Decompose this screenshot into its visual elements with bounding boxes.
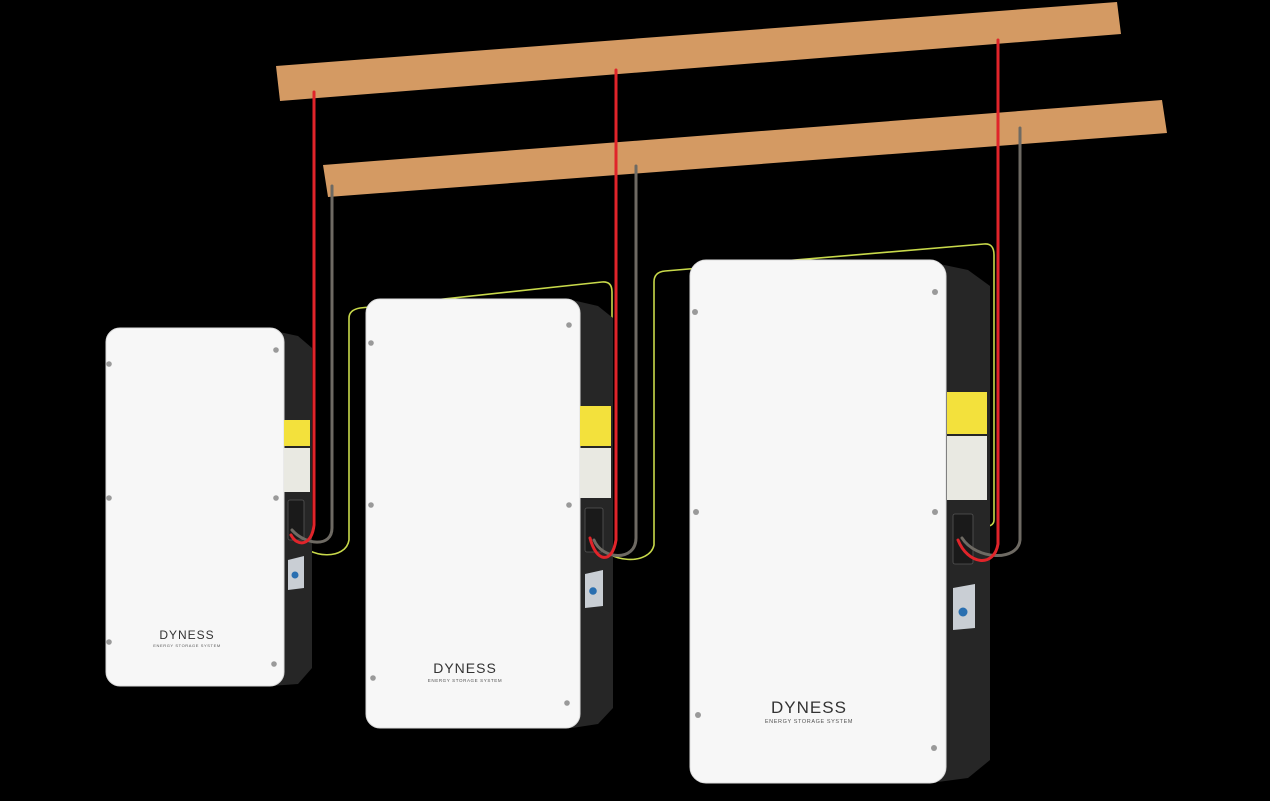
battery-1-brand-logo: DYNESS	[159, 628, 214, 642]
battery-2-tagline: ENERGY STORAGE SYSTEM	[428, 678, 502, 683]
battery-2-screw	[370, 675, 376, 681]
battery-1-front-cover	[105, 327, 285, 687]
battery-3-screw	[932, 509, 938, 515]
battery-3-power-knob[interactable]	[958, 607, 968, 617]
battery-2-front-cover	[365, 298, 581, 729]
negative-cable-2	[592, 164, 638, 557]
battery-3-screw	[693, 509, 699, 515]
battery-2-brand-logo: DYNESS	[433, 660, 497, 676]
battery-3-tagline: ENERGY STORAGE SYSTEM	[765, 719, 853, 725]
battery-3-front-cover	[689, 259, 947, 784]
battery-3-screw	[695, 712, 701, 718]
battery-1-screw	[106, 361, 112, 367]
battery-1-screw	[273, 495, 279, 501]
battery-3-screw	[932, 289, 938, 295]
battery-1-power-knob[interactable]	[291, 571, 299, 579]
battery-2-screw	[564, 700, 570, 706]
battery-3-warning-label	[947, 392, 987, 434]
battery-2-screw	[566, 502, 572, 508]
battery-2-spec-label	[580, 448, 611, 498]
negative-busbar	[323, 100, 1167, 197]
battery-3-brand-logo: DYNESS	[771, 698, 847, 717]
negative-cable-3	[960, 126, 1022, 557]
battery-1-tagline: ENERGY STORAGE SYSTEM	[153, 643, 221, 648]
positive-cable-3	[956, 38, 1000, 562]
battery-3-switch-plate	[953, 584, 975, 630]
battery-3-screw	[931, 745, 937, 751]
battery-1-warning-label	[284, 420, 310, 446]
battery-1-spec-label	[284, 448, 310, 492]
battery-2-screw	[368, 340, 374, 346]
battery-3-spec-label	[947, 436, 987, 500]
battery-3-screw	[692, 309, 698, 315]
battery-2-warning-label	[580, 406, 611, 446]
positive-cable-2	[588, 68, 618, 559]
positive-busbar	[276, 2, 1121, 101]
comm-cable-1-2	[293, 281, 613, 556]
battery-1-screw	[271, 661, 277, 667]
battery-2-screw	[566, 322, 572, 328]
battery-1-screw	[106, 495, 112, 501]
battery-2-screw	[368, 502, 374, 508]
battery-2: DYNESS ENERGY STORAGE SYSTEM	[365, 298, 613, 729]
comm-cable-2-3	[595, 243, 995, 561]
battery-1: DYNESS ENERGY STORAGE SYSTEM	[105, 327, 312, 687]
battery-2-power-knob[interactable]	[589, 587, 597, 595]
negative-cable-1	[290, 184, 334, 544]
battery-1-screw	[106, 639, 112, 645]
battery-1-screw	[273, 347, 279, 353]
battery-3: DYNESS ENERGY STORAGE SYSTEM	[689, 259, 990, 784]
positive-cable-1	[289, 90, 316, 545]
